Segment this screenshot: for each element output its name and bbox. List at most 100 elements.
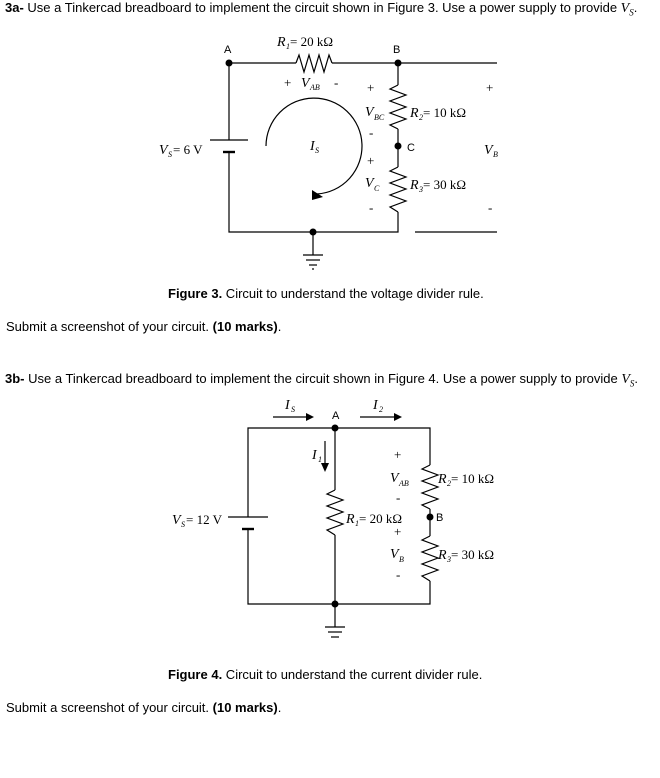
question-3a-vs-sub: S xyxy=(629,7,634,18)
fig4-r2-value: = 10 kΩ xyxy=(451,471,494,486)
fig3-resistor-r3 xyxy=(388,166,408,213)
fig4-r3-sub: 3 xyxy=(446,555,451,564)
fig3-r3-sub: 3 xyxy=(418,185,423,194)
fig3-r2-sub: 2 xyxy=(419,113,423,122)
question-3b-text: Use a Tinkercad breadboard to implement … xyxy=(24,371,622,386)
fig4-i1-sub: 1 xyxy=(318,455,322,464)
fig3-vab-plus: + xyxy=(284,75,291,90)
fig3-vbc-plus: + xyxy=(367,80,374,95)
fig3-resistor-r1 xyxy=(295,52,333,75)
fig3-resistor-r2 xyxy=(388,84,408,130)
figure-4-caption-text: Circuit to understand the current divide… xyxy=(222,667,483,682)
fig4-node-a-label: A xyxy=(332,410,340,422)
fig4-i2-symbol: I xyxy=(372,398,379,413)
fig3-node-b-dot xyxy=(394,59,402,67)
fig4-vab-plus: + xyxy=(394,447,401,462)
fig3-vb-symbol: V xyxy=(484,143,494,158)
fig3-node-c-dot xyxy=(394,142,402,150)
fig4-r1-value: = 20 kΩ xyxy=(359,511,402,526)
fig4-vb-symbol: V xyxy=(390,547,400,562)
fig3-vb-minus: - xyxy=(488,200,492,215)
fig4-wire-top xyxy=(247,427,431,517)
figure-3-circuit: A B C R 1 = 20 kΩ + V AB - + V BC - R 2 … xyxy=(159,34,498,270)
question-3b-vs-sub: S xyxy=(629,378,635,389)
fig4-resistor-r3 xyxy=(420,535,440,582)
question-3a-vs: V xyxy=(620,1,630,16)
fig3-node-c-label: C xyxy=(407,142,415,154)
question-3a-end: . xyxy=(633,0,638,15)
fig4-wire-bottom xyxy=(247,529,431,605)
fig3-current-arrowhead xyxy=(312,190,323,200)
fig4-node-b-label: B xyxy=(436,512,443,524)
fig3-node-b-label: B xyxy=(393,44,400,56)
question-3a-submit-text: Submit a screenshot of your circuit. xyxy=(6,319,213,334)
figure-3-caption-label: Figure 3. xyxy=(168,286,223,301)
question-3a-marks: (10 marks) xyxy=(212,319,278,334)
fig3-vs-symbol: V xyxy=(159,143,169,158)
figure-4-caption: Figure 4. Circuit to understand the curr… xyxy=(168,667,482,682)
fig3-vbc-minus: - xyxy=(369,125,373,140)
fig3-r1-sub: 1 xyxy=(286,42,290,51)
fig4-vb-plus: + xyxy=(394,524,401,539)
fig4-node-a-dot xyxy=(331,424,339,432)
fig3-vb-sub: B xyxy=(493,150,498,159)
fig3-r3-symbol: R xyxy=(409,178,419,193)
fig4-r2-sub: 2 xyxy=(447,479,451,488)
fig3-node-a-label: A xyxy=(224,44,232,56)
fig3-vs-sub: S xyxy=(168,150,172,159)
fig4-is-arrowhead xyxy=(306,413,314,421)
fig4-is-symbol: I xyxy=(284,398,291,413)
fig4-r3-symbol: R xyxy=(437,548,447,563)
fig3-vc-plus: + xyxy=(367,153,374,168)
fig3-r1-symbol: R xyxy=(276,35,286,50)
fig3-vab-minus: - xyxy=(334,75,338,90)
question-3b-submit: Submit a screenshot of your circuit. (10… xyxy=(6,700,281,715)
question-3b-vs: V xyxy=(621,372,630,387)
fig3-r1-value: = 20 kΩ xyxy=(290,34,333,49)
fig4-resistor-r2 xyxy=(420,464,440,510)
question-3b-submit-text: Submit a screenshot of your circuit. xyxy=(6,700,213,715)
fig4-r1-symbol: R xyxy=(345,512,355,527)
figure-4-circuit: A B I S I 2 I 1 + V AB - R 2 = 10 kΩ R 1… xyxy=(172,398,494,638)
fig4-vs-sub: S xyxy=(181,520,185,529)
fig4-vb-minus: - xyxy=(396,567,400,582)
fig3-vc-symbol: V xyxy=(365,176,375,191)
fig3-current-loop-arc xyxy=(265,97,363,195)
fig4-i1-symbol: I xyxy=(311,448,318,463)
fig4-i2-sub: 2 xyxy=(379,405,383,414)
fig3-node-a-dot xyxy=(225,59,233,67)
fig4-r2-symbol: R xyxy=(437,472,447,487)
fig3-vs-value: = 6 V xyxy=(173,142,203,157)
fig3-vbc-symbol: V xyxy=(365,105,375,120)
fig4-vab-minus: - xyxy=(396,490,400,505)
figure-3-caption-text: Circuit to understand the voltage divide… xyxy=(222,286,484,301)
fig4-vs-value: = 12 V xyxy=(186,512,223,527)
fig3-vb-plus: + xyxy=(486,80,493,95)
figure-4-caption-label: Figure 4. xyxy=(168,667,223,682)
fig3-r2-value: = 10 kΩ xyxy=(423,105,466,120)
question-3b-end: . xyxy=(634,371,639,386)
fig4-r1-sub: 1 xyxy=(355,519,359,528)
fig3-vc-minus: - xyxy=(369,200,373,215)
question-3b-prompt: 3b- Use a Tinkercad breadboard to implem… xyxy=(5,371,638,389)
fig3-vbc-sub: BC xyxy=(374,113,385,122)
fig4-r3-value: = 30 kΩ xyxy=(451,547,494,562)
question-3a-submit: Submit a screenshot of your circuit. (10… xyxy=(6,319,281,334)
question-3a-label: 3a- xyxy=(5,0,24,15)
fig4-resistor-r1 xyxy=(325,489,345,536)
fig4-vs-symbol: V xyxy=(172,513,182,528)
question-3b-label: 3b- xyxy=(5,371,25,386)
figure-3-caption: Figure 3. Circuit to understand the volt… xyxy=(168,286,484,301)
question-3a-submit-end: . xyxy=(277,319,282,334)
question-3a-prompt: 3a- Use a Tinkercad breadboard to implem… xyxy=(5,0,637,18)
fig4-ground-node-dot xyxy=(331,600,339,608)
fig3-is-symbol: I xyxy=(309,139,316,154)
fig4-vb-sub: B xyxy=(399,555,404,564)
fig3-vab-sub: AB xyxy=(309,83,320,92)
question-3b-submit-end: . xyxy=(277,700,282,715)
fig3-ground-node-dot xyxy=(309,228,317,236)
fig3-r2-symbol: R xyxy=(409,106,419,121)
fig3-is-sub: S xyxy=(315,146,319,155)
fig4-is-sub: S xyxy=(291,405,295,414)
fig4-vab-sub: AB xyxy=(398,479,409,488)
